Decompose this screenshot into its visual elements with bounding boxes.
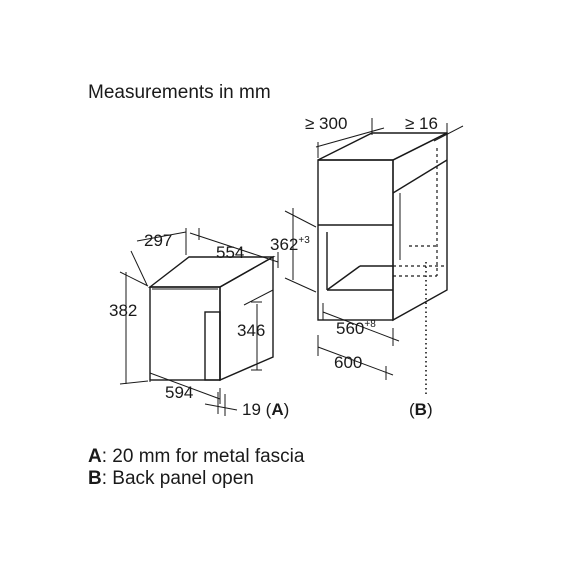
label-niche-outer-width: 600	[334, 353, 362, 372]
note-a-key: A	[88, 446, 102, 467]
label-appliance-top-width: 554	[216, 243, 244, 262]
dim-niche-min-depth	[315, 118, 385, 158]
label-niche-min-depth: ≥ 300	[305, 114, 347, 133]
label-appliance-door-height: 346	[237, 321, 265, 340]
note-a: A: 20 mm for metal fascia	[88, 446, 304, 468]
label-niche-height: 362+3	[270, 235, 310, 254]
dim-niche-min-gap	[433, 123, 464, 142]
diagram-title: Measurements in mm	[88, 82, 271, 103]
dim-appliance-width	[149, 365, 221, 404]
note-b-text: : Back panel open	[101, 468, 254, 489]
dim-fascia-depth	[204, 392, 238, 416]
dim-niche-outer-width	[317, 335, 394, 380]
dim-appliance-door-height	[251, 301, 262, 371]
note-b-key: B	[88, 468, 102, 489]
microwave-appliance-drawing	[147, 255, 276, 382]
dim-appliance-top-width	[189, 228, 279, 268]
label-back-ref: (B)	[409, 400, 433, 419]
label-appliance-height: 382	[109, 301, 137, 320]
label-niche-min-gap: ≥ 16	[405, 114, 438, 133]
dim-appliance-height	[119, 271, 149, 385]
label-niche-width: 560+8	[336, 319, 376, 338]
label-appliance-depth: 297	[144, 231, 172, 250]
label-fascia-depth: 19 (A)	[242, 400, 289, 419]
note-a-text: : 20 mm for metal fascia	[101, 446, 305, 467]
note-b: B: Back panel open	[88, 468, 254, 490]
dim-niche-width	[322, 303, 400, 346]
dim-niche-height	[284, 208, 317, 293]
label-appliance-width: 594	[165, 383, 193, 402]
dim-appliance-depth	[130, 228, 187, 286]
